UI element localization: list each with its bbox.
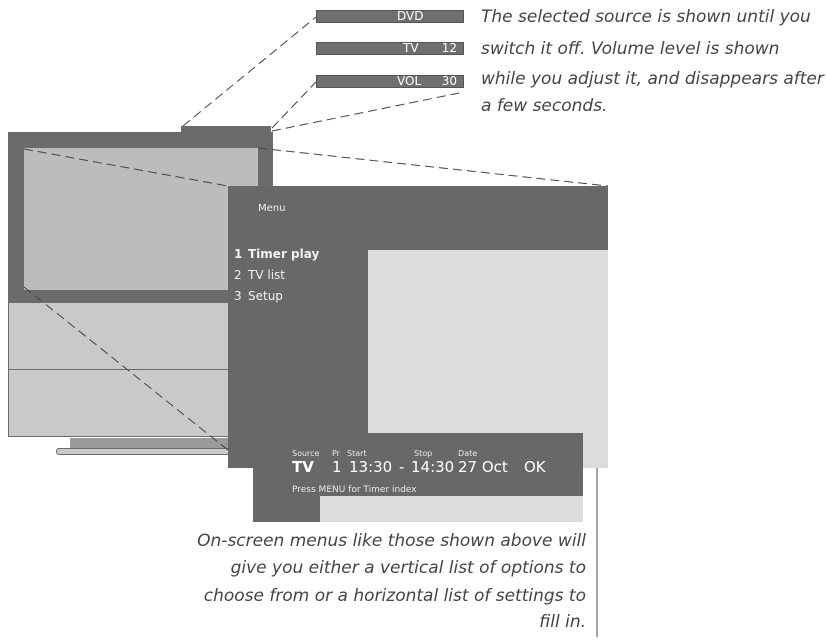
volume-status-bar: VOL 30 — [316, 75, 464, 88]
stop-value[interactable]: 14:30 — [411, 458, 455, 476]
ok-value[interactable]: OK — [524, 458, 546, 476]
start-header: Start — [347, 449, 367, 458]
source-label: DVD — [397, 9, 424, 23]
volume-level: 30 — [441, 74, 457, 88]
tv-stand-lower — [8, 369, 270, 437]
menu-item-number: 2 — [234, 268, 242, 282]
top-caption-line: while you adjust it, and disappears afte… — [481, 69, 824, 89]
date-header: Date — [458, 449, 478, 458]
start-value[interactable]: 13:30 — [349, 458, 393, 476]
menu-item-label: TV list — [248, 268, 285, 282]
pr-value[interactable]: 1 — [332, 458, 342, 476]
source-status-bar: DVD — [316, 10, 464, 23]
date-value[interactable]: 27 Oct — [458, 458, 508, 476]
menu-item-number: 1 — [234, 247, 243, 261]
menu-content-area — [368, 250, 608, 468]
top-caption-line: a few seconds. — [481, 96, 608, 116]
volume-label: VOL — [397, 74, 422, 88]
source-value[interactable]: TV — [292, 458, 314, 476]
tv-stand-upper — [8, 302, 270, 370]
timer-light-area — [320, 496, 583, 522]
tv-program-number: 12 — [441, 41, 457, 55]
time-separator: - — [399, 458, 405, 476]
tv-status-bar: TV 12 — [316, 42, 464, 55]
tv-screen — [24, 148, 258, 290]
bottom-caption-line: choose from or a horizontal list of sett… — [203, 586, 586, 606]
tv-label: TV — [403, 41, 419, 55]
timer-hint: Press MENU for Timer index — [292, 485, 417, 495]
bottom-caption-line: On-screen menus like those shown above w… — [197, 531, 586, 551]
menu-item-tv-list[interactable]: 2 TV list — [234, 268, 285, 282]
top-caption-line: The selected source is shown until you — [481, 7, 811, 27]
menu-item-label: Timer play — [248, 247, 320, 261]
menu-title: Menu — [258, 203, 286, 214]
pr-header: Pr — [332, 449, 340, 458]
bottom-caption-line: give you either a vertical list of optio… — [230, 558, 586, 578]
menu-item-timer-play[interactable]: 1 Timer play — [234, 247, 319, 261]
top-caption-line: switch it off. Volume level is shown — [481, 39, 780, 59]
tv-top-box — [181, 126, 271, 134]
bottom-caption-line: fill in. — [539, 612, 586, 632]
menu-item-number: 3 — [234, 289, 242, 303]
menu-item-label: Setup — [248, 289, 283, 303]
stop-header: Stop — [414, 449, 433, 458]
tv-base — [70, 438, 260, 448]
source-header: Source — [292, 449, 320, 458]
menu-item-setup[interactable]: 3 Setup — [234, 289, 283, 303]
